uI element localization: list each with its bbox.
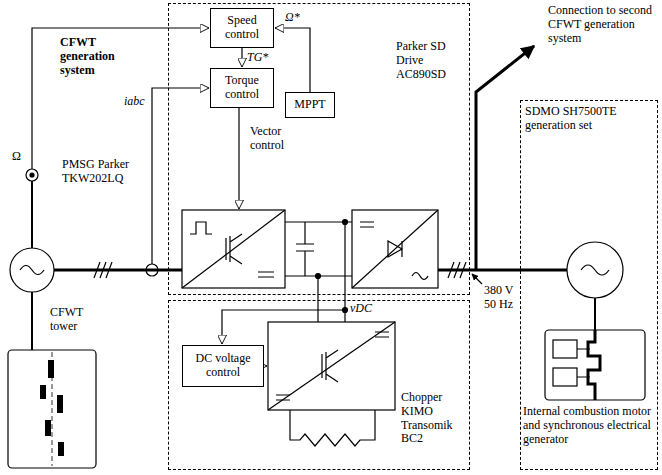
converter-diagonal — [268, 322, 395, 410]
converter-diagonal — [352, 210, 438, 288]
chopper-symbol — [268, 322, 395, 410]
phase-ticks — [94, 262, 112, 278]
dashed-region: Parker SD Drive AC890SD Speed controlTorq… — [168, 3, 470, 295]
rectifier-symbol — [352, 210, 438, 288]
generator-symbol — [567, 242, 623, 298]
igbt-symbol — [322, 350, 338, 382]
text-label: Connection to second CFWT generation sys… — [548, 4, 658, 45]
region-heading: Internal combustion motor and synchronou… — [523, 405, 655, 446]
connection-arrow — [476, 46, 534, 270]
diode-symbol — [388, 241, 402, 257]
control-box: MPPT — [285, 92, 335, 118]
signal-arrow — [275, 28, 310, 92]
region-heading: SDMO SH7500TE generation set — [525, 105, 653, 133]
box-label: Torque control — [211, 74, 273, 102]
text-label: Ω — [12, 150, 28, 164]
text-label: vDC — [350, 302, 376, 316]
signal-label: TG* — [247, 51, 268, 65]
current-sensor — [146, 264, 158, 276]
control-box: DC voltage control — [182, 345, 264, 387]
ac-symbol — [581, 265, 609, 275]
speed-signal-wire — [32, 28, 209, 169]
control-box: Speed control — [210, 8, 274, 48]
cylinder — [553, 368, 577, 386]
speed-sensor — [26, 169, 38, 181]
cylinder — [553, 340, 577, 358]
text-label: iabc — [124, 95, 150, 109]
signal-label: Ω* — [285, 11, 300, 25]
voltage-signal-wire — [222, 310, 345, 344]
region-heading: Chopper KIMO Transomik BC2 — [401, 391, 469, 446]
junction — [316, 274, 321, 279]
turbine-blades — [40, 360, 64, 456]
box-label: DC voltage control — [183, 352, 263, 380]
speed-sensor-dot — [30, 173, 34, 177]
inverter-symbol — [182, 210, 285, 288]
phase-ticks — [448, 262, 466, 278]
igbt-symbol — [226, 234, 242, 264]
current-signal-wire — [152, 88, 209, 264]
text-label: Vector control — [250, 125, 302, 153]
box-label: MPPT — [291, 98, 328, 112]
text-label: CFWT generation system — [60, 36, 130, 77]
dc-link — [318, 222, 345, 322]
resistor-symbol — [290, 410, 375, 446]
generator-symbol — [10, 248, 54, 292]
shaft — [594, 298, 596, 330]
text-label: 380 V 50 Hz — [484, 284, 528, 312]
box-label: Speed control — [211, 14, 273, 42]
dashed-region: SDMO SH7500TE generation setInternal com… — [520, 100, 658, 470]
leader-line — [472, 274, 482, 284]
engine-symbol — [545, 330, 645, 400]
junction — [343, 220, 348, 225]
tower-outline — [8, 350, 96, 468]
region-heading: Parker SD Drive AC890SD — [396, 40, 470, 81]
shaft — [31, 181, 33, 248]
control-box: Torque control — [210, 68, 274, 108]
gate-signal-wire — [238, 108, 239, 209]
signal-arrow — [241, 48, 242, 67]
ac-symbol — [20, 266, 44, 275]
dashed-region: Chopper KIMO Transomik BC2 DC voltage con… — [168, 300, 470, 470]
crankshaft — [588, 330, 600, 400]
dc-symbol — [258, 272, 274, 277]
shaft — [31, 292, 33, 350]
dc-symbol — [276, 332, 389, 400]
pulse-symbol — [190, 222, 212, 234]
capacitor-symbol — [296, 222, 314, 276]
text-label: PMSG Parker TKW202LQ — [62, 158, 142, 186]
three-phase-line — [54, 269, 182, 272]
dc-bus — [285, 222, 352, 276]
converter-diagonal — [182, 210, 285, 288]
ac-symbol — [412, 273, 428, 280]
dc-symbol — [360, 222, 374, 227]
text-label: CFWT tower — [50, 306, 100, 334]
